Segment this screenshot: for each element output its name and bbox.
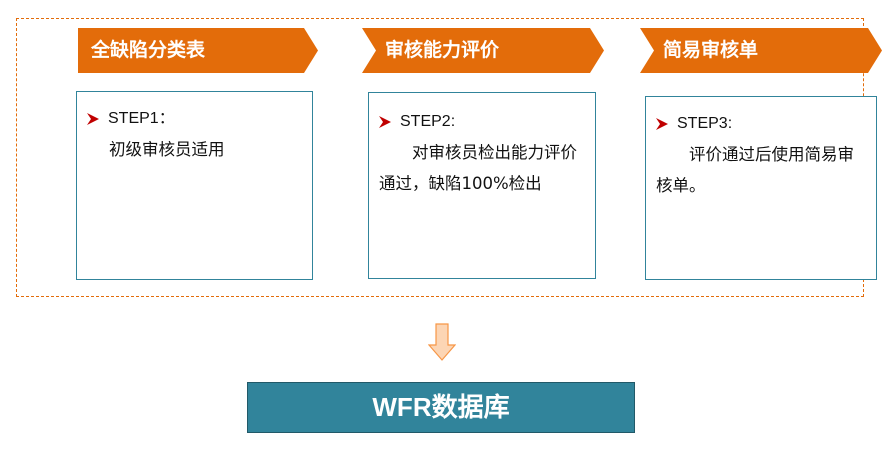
step-title-3: STEP3: (677, 115, 733, 132)
step-box-1: STEP1： 初级审核员适用 (76, 91, 313, 280)
step-header-3: STEP3: (656, 108, 870, 139)
arrowhead-bullet-icon (656, 117, 668, 130)
step-box-2: STEP2: 对审核员检出能力评价通过，缺陷100%检出 (368, 92, 596, 279)
step-description-1: 初级审核员适用 (109, 140, 225, 159)
arrowhead-bullet-icon (379, 115, 391, 128)
step-description-2: 对审核员检出能力评价通过，缺陷100%检出 (379, 143, 577, 193)
stage-banner-3: 简易审核单 (640, 28, 882, 73)
stage-banner-1: 全缺陷分类表 (78, 28, 318, 73)
wfr-database-box: WFR数据库 (247, 382, 635, 433)
step-header-2: STEP2: (379, 106, 589, 137)
step-box-3: STEP3: 评价通过后使用简易审核单。 (645, 96, 877, 280)
step-description-3: 评价通过后使用简易审核单。 (656, 145, 854, 195)
step-title-2: STEP2: (400, 113, 456, 130)
step-title-1: STEP1： (108, 110, 175, 127)
stage-banner-2: 审核能力评价 (362, 28, 604, 73)
step-header-1: STEP1： (87, 103, 306, 134)
arrowhead-bullet-icon (87, 112, 99, 125)
wfr-database-label: WFR数据库 (372, 392, 510, 422)
down-arrow-icon (428, 323, 456, 361)
